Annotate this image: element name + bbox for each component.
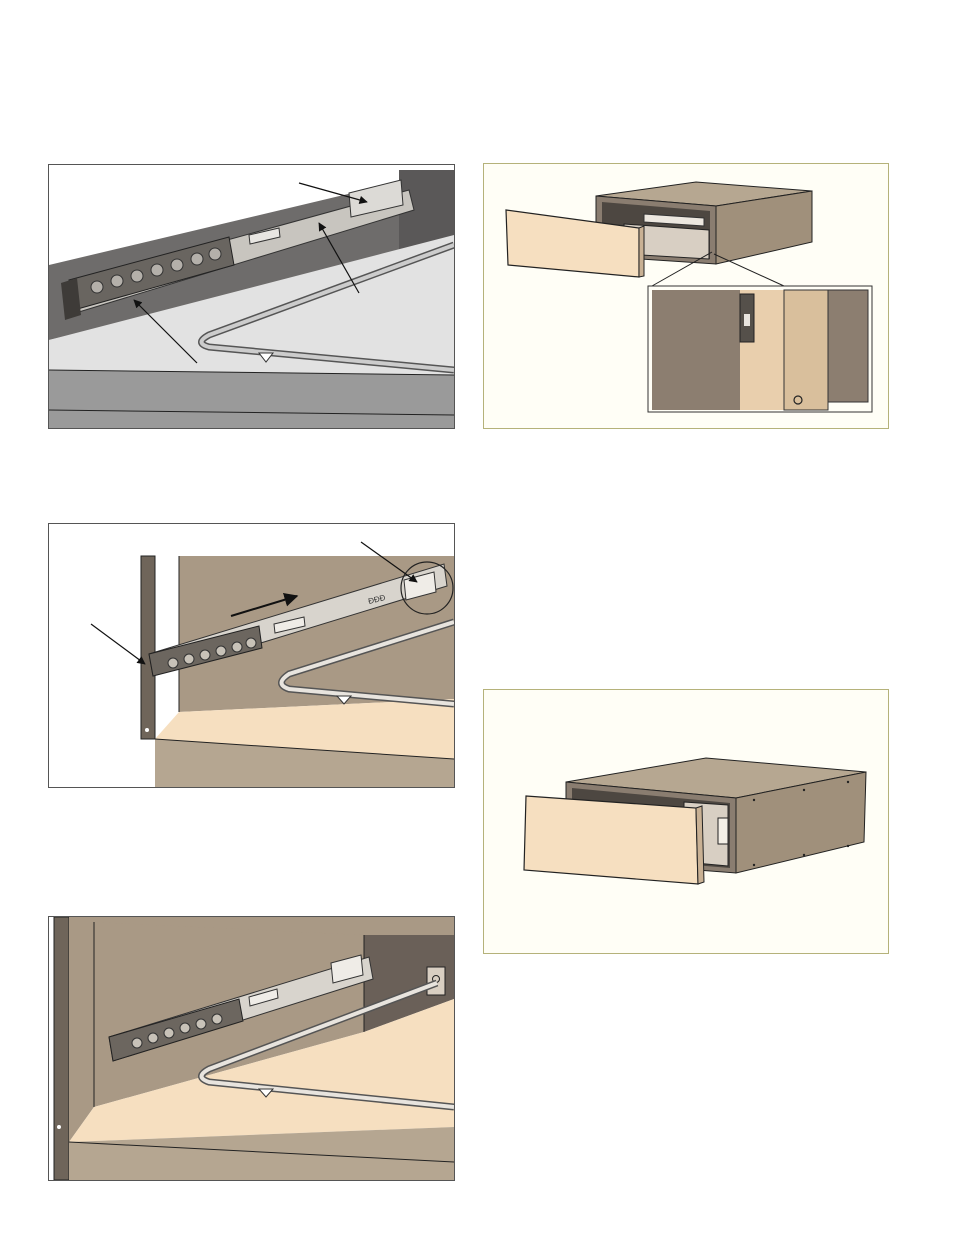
callout-arrow-bracket: [133, 299, 198, 364]
release-latch: [330, 954, 364, 984]
callout-arrow-bracket: [90, 623, 146, 665]
front-post: [140, 555, 156, 740]
slide-bracket: [108, 998, 244, 1062]
corner-wall: [399, 170, 454, 250]
illustration-drawer-open: [505, 181, 873, 413]
zoom-line-left: [651, 251, 713, 287]
figure-slide-closeup: [48, 164, 455, 429]
callout-arrow-latch: [360, 541, 418, 583]
figure-slide-installed: [48, 916, 455, 1181]
inset-screw: [793, 395, 803, 405]
drawer-front-panel: [523, 795, 699, 885]
detail-circle: [400, 561, 454, 615]
illustration-slide-closeup: [49, 170, 454, 428]
illustration-drawer-assembled: [523, 757, 867, 885]
illustration-slide-installed: [53, 917, 454, 1180]
direction-arrow: [230, 592, 299, 617]
slide-panel-label: ĐĐĐ: [367, 593, 386, 606]
element-tab: [257, 352, 275, 363]
right-wall: [364, 935, 454, 1032]
illustration-slide-extension: ĐĐĐ: [90, 541, 454, 787]
callout-arrow-slide: [318, 222, 360, 294]
bracket-holes: [90, 247, 222, 294]
zoom-line-right: [713, 253, 785, 287]
callout-arrow-latch: [298, 182, 368, 205]
left-wall: [69, 917, 94, 1142]
slide-label-window: [273, 616, 306, 634]
figure-slide-extension: ĐĐĐ: [48, 523, 455, 788]
slide-label-window: [248, 227, 281, 245]
slide-end-cap: [61, 278, 81, 320]
front-post: [53, 917, 70, 1180]
interior-floor: [69, 999, 454, 1142]
figure-drawer-assembled: [483, 689, 889, 954]
figure-drawer-open: [483, 163, 889, 429]
slide-label-window: [248, 988, 279, 1007]
bracket-holes: [167, 637, 257, 669]
drawer-slide: [643, 213, 705, 227]
bracket-holes: [131, 1013, 223, 1049]
front-lip: [49, 370, 454, 428]
inset-cabinet-side: [652, 290, 740, 410]
release-latch: [348, 179, 404, 218]
